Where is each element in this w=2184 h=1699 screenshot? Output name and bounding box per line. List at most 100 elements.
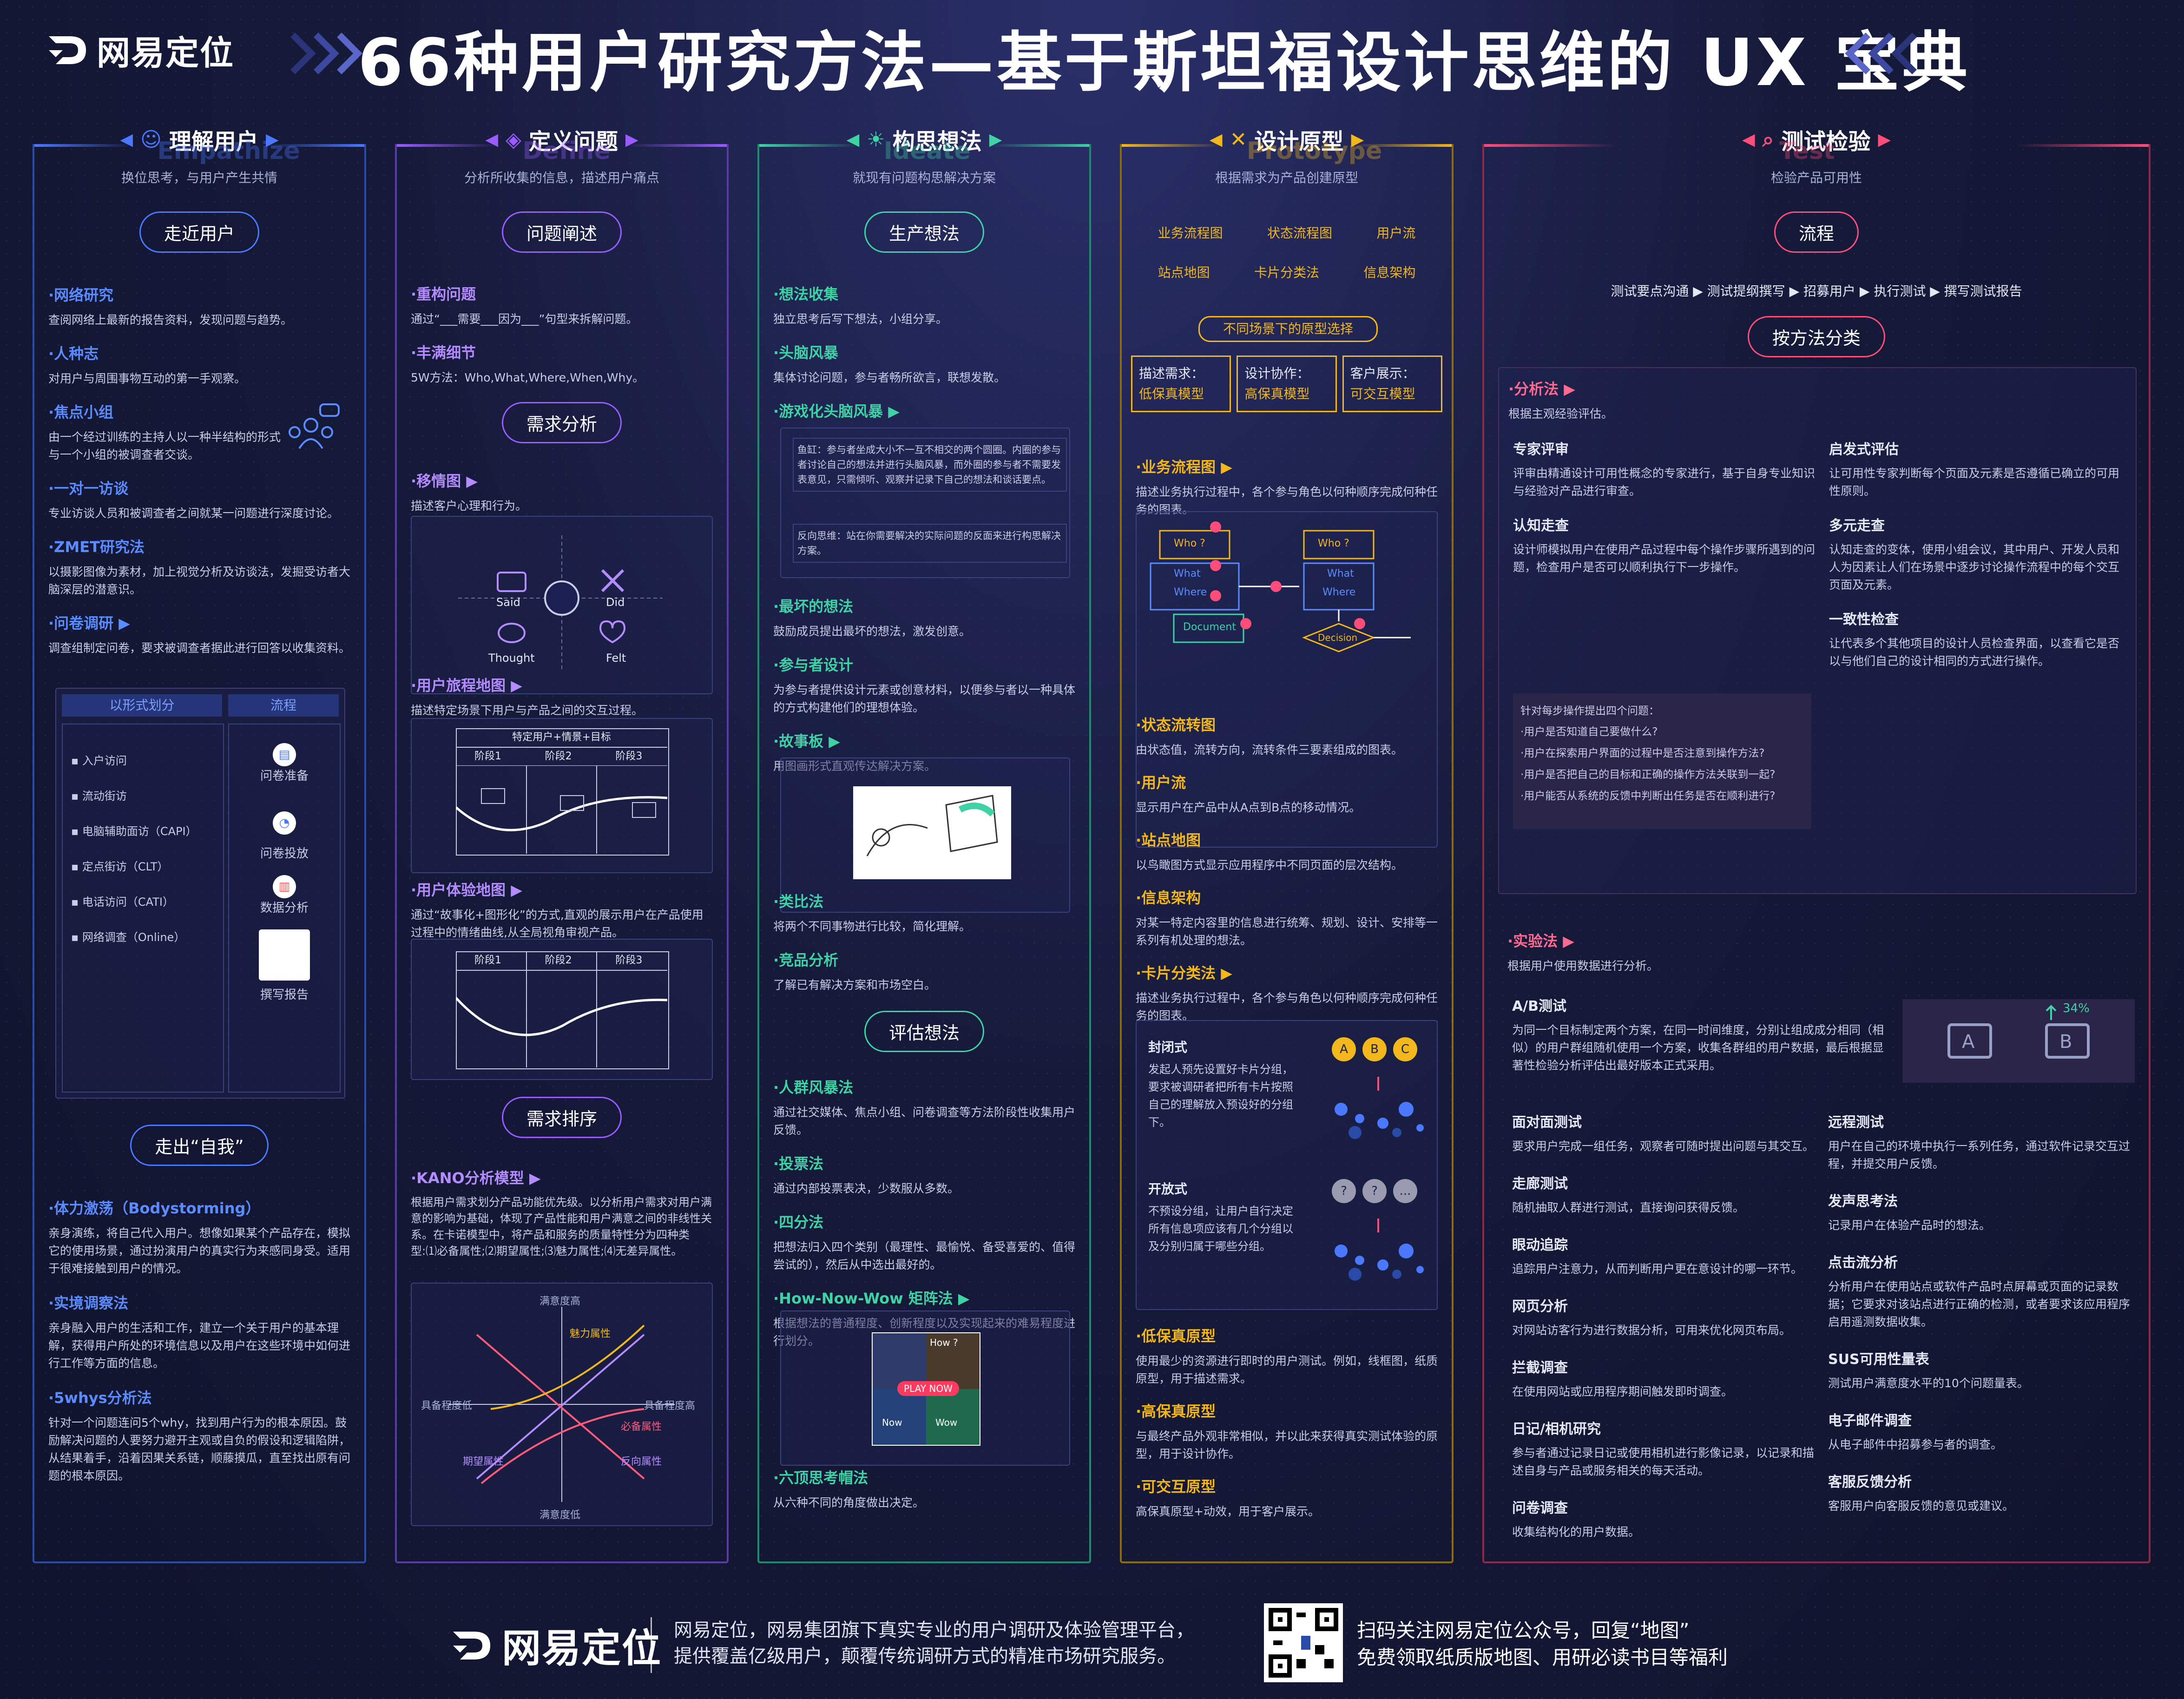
head-icon: ☺ [140, 127, 162, 151]
empathy-map-title[interactable]: ·移情图 ▶ [411, 472, 478, 490]
list-item: 拦截调查在使用网站或应用程序期间触发即时调查。 [1512, 1360, 1733, 1398]
pill-problem[interactable]: 问题阐述 [501, 211, 622, 253]
list-item: ·可交互原型高保真原型+动效，用于客户展示。 [1136, 1478, 1320, 1518]
stage: 阶段2 [545, 955, 572, 966]
play-now-badge: PLAY NOW [897, 1381, 959, 1396]
column-define: ◀ ◈ 定义问题 Define ▶ 分析所收集的信息，描述用户痛点 问题阐述 ·… [395, 128, 729, 1563]
list-item[interactable]: ·故事板 ▶用图画形式直观传达解决方案。 [773, 732, 936, 773]
flow-step: 数据分析 [260, 901, 309, 915]
form-item: ▪ 定点街访（CLT） [71, 860, 169, 873]
form-item: ▪ 电话访问（CATI） [71, 896, 174, 909]
tag-card-sort[interactable]: 卡片分类法 [1254, 265, 1319, 280]
tag-business-flow[interactable]: 业务流程图 [1158, 225, 1223, 241]
pill-priority[interactable]: 需求排序 [501, 1097, 622, 1138]
list-item: ·焦点小组由一个经过训练的主持人以一种半结构的形式与一个小组的被调查者交谈。 [48, 403, 281, 461]
next-arrow-icon[interactable]: ▶ [625, 130, 638, 149]
list-item: ·问卷调研 ▶调查组制定问卷，要求被调查者据此进行回答以收集资料。 [48, 614, 351, 655]
tag-c: C [1393, 1037, 1417, 1061]
journey-map-title[interactable]: ·用户旅程地图 ▶ [411, 677, 522, 694]
prev-arrow-icon[interactable]: ◀ [485, 130, 499, 149]
list-item: 专家评审评审由精通设计可用性概念的专家进行，基于自身专业知识与经验对产品进行审查… [1513, 441, 1816, 498]
flow-step: 撰写报告 [260, 988, 309, 1002]
list-item: 客服反馈分析客服用户向客服反馈的意见或建议。 [1828, 1474, 2014, 1513]
brand-logo-icon [453, 1631, 490, 1659]
column-en: Empathize [157, 137, 300, 165]
proto-card[interactable]: 描述需求：低保真模型 [1131, 356, 1231, 412]
list-item: 一致性检查让代表多个其他项目的设计人员检查界面，以查看它是否以与他们自己的设计相… [1829, 612, 2120, 668]
tag-a: A [1332, 1037, 1356, 1061]
column-head: ◀ ☀ 构思想法 Ideate ▶ 就现有问题构思解决方案 [759, 123, 1089, 186]
list-item: 走廊测试随机抽取人群进行测试，直接询问获得反馈。 [1512, 1176, 1745, 1214]
tag-site-map[interactable]: 站点地图 [1158, 265, 1210, 280]
list-item: ·用户流显示用户在产品中从A点到B点的移动情况。 [1136, 774, 1361, 814]
pill-process[interactable]: 流程 [1774, 211, 1859, 253]
stage: 阶段1 [474, 955, 501, 966]
list-item[interactable]: ·How-Now-Wow 矩阵法 ▶根据想法的普通程度、创新程度以及实现起来的难… [773, 1290, 1076, 1348]
list-item: ·六顶思考帽法从六种不同的角度做出决定。 [773, 1469, 925, 1509]
prev-arrow-icon[interactable]: ◀ [846, 130, 860, 149]
tag-user-flow[interactable]: 用户流 [1376, 225, 1416, 241]
column-title: 设计原型 [1254, 129, 1344, 155]
list-item[interactable]: ·游戏化头脑风暴 ▶ [773, 402, 900, 420]
prev-arrow-icon[interactable]: ◀ [1742, 130, 1755, 149]
list-item: ·实境调察法亲身融入用户的生活和工作，建立一个关于用户的基本理解，获得用户所处的… [48, 1294, 351, 1370]
brand-logo[interactable]: 网易定位 [46, 26, 234, 74]
next-arrow-icon[interactable]: ▶ [989, 130, 1002, 149]
list-item: 发声思考法记录用户在体验产品时的想法。 [1828, 1193, 1991, 1232]
tag-b: B [1362, 1037, 1387, 1061]
next-arrow-icon[interactable]: ▶ [1878, 130, 1891, 149]
footer-description: 网易定位，网易集团旗下真实专业的用户调研及体验管理平台， 提供覆盖亿级用户，颠覆… [674, 1620, 1194, 1667]
column-subtitle: 根据需求为产品创建原型 [1215, 170, 1358, 185]
list-item: ·想法收集独立思考后写下想法，小组分享。 [773, 285, 948, 326]
list-item: 日记/相机研究参与者通过记录日记或使用相机进行影像记录，以记录和描述自身与产品或… [1512, 1421, 1815, 1477]
proto-card[interactable]: 设计协作：高保真模型 [1237, 356, 1337, 412]
list-item[interactable]: ·卡片分类法 ▶描述业务执行过程中，各个参与角色以何种顺序完成何种任务的图表。 [1136, 964, 1438, 1022]
header-deco-right [1845, 33, 1917, 74]
business-flow-title[interactable]: ·业务流程图 ▶ [1136, 458, 1232, 476]
stage: 阶段2 [545, 751, 572, 762]
game-brainstorm-panel: 鱼缸：参与者坐成大小不一互不相交的两个圆圈。内圈的参与者讨论自己的想法并进行头脑… [780, 428, 1070, 578]
list-item: ·高保真原型与最终产品外观非常相似，并以此来获得真实测试体验的原型，用于设计协作… [1136, 1403, 1438, 1461]
prev-arrow-icon[interactable]: ◀ [1209, 130, 1223, 149]
prototype-choice: 不同场景下的原型选择 [1198, 316, 1378, 342]
survey-right-head: 流程 [228, 694, 339, 717]
list-item: 电子邮件调查从电子邮件中招募参与者的调查。 [1828, 1413, 2003, 1451]
storyboard-panel [780, 757, 1070, 913]
tag-state-flow[interactable]: 状态流程图 [1267, 225, 1332, 241]
column-empathize: ◀ ☺ 理解用户 Empathize ▶ 换位思考，与用户产生共情 走近用户 ·… [33, 128, 366, 1563]
pill-generate[interactable]: 生产想法 [864, 211, 984, 253]
c1-items2: ·体力激荡（Bodystorming）亲身演练，将自己代入用户。想像如果某个产品… [48, 1197, 350, 1485]
header-deco-left [290, 33, 362, 74]
analysis-title[interactable]: ·分析法 ▶ [1508, 380, 1575, 398]
prev-arrow-icon[interactable]: ◀ [120, 130, 133, 149]
list-item: 启发式评估让可用性专家判断每个页面及元素是否遵循已确立的可用性原则。 [1829, 441, 2120, 498]
column-frame [34, 144, 364, 147]
pill-step-out[interactable]: 走出“自我” [130, 1125, 269, 1166]
list-item: ·一对一访谈专业访谈人员和被调查者之间就某一问题进行深度讨论。 [48, 480, 339, 520]
qr-code[interactable] [1264, 1603, 1343, 1682]
journey-head: 特定用户+情景+目标 [456, 728, 667, 748]
form-item: ▪ 流动街访 [71, 790, 127, 803]
brand-name: 网易定位 [97, 33, 235, 72]
experiment-title[interactable]: ·实验法 ▶ [1507, 932, 1574, 950]
pill-approach-user[interactable]: 走近用户 [139, 211, 259, 253]
report-icon [259, 929, 310, 981]
pill-evaluate[interactable]: 评估想法 [864, 1011, 984, 1052]
stage: 阶段3 [615, 751, 643, 762]
pill-by-method[interactable]: 按方法分类 [1747, 316, 1885, 357]
tag-info-arch[interactable]: 信息架构 [1363, 265, 1416, 280]
ab-test: A/B测试 为同一个目标制定两个方案，在同一时间维度，分别让组成成分相同（相似）… [1512, 998, 1884, 1072]
next-arrow-icon[interactable]: ▶ [265, 130, 279, 149]
kano-title[interactable]: ·KANO分析模型 ▶ [411, 1169, 541, 1187]
empathy-did: Did [606, 596, 625, 609]
experience-map-title[interactable]: ·用户体验地图 ▶ [411, 881, 522, 899]
footer-logo[interactable]: 网易定位 [451, 1617, 662, 1673]
proto-card[interactable]: 客户展示：可交互模型 [1342, 356, 1442, 412]
column-head: ◀ ⌕ 测试检验 Test ▶ 检验产品可用性 [1484, 123, 2149, 186]
next-arrow-icon[interactable]: ▶ [1351, 130, 1364, 149]
stage: 阶段3 [615, 955, 643, 966]
pill-needs[interactable]: 需求分析 [501, 402, 622, 443]
form-item: ▪ 入户访问 [71, 754, 127, 767]
tag-more: ... [1393, 1179, 1417, 1203]
list-item: 问卷调查收集结构化的用户数据。 [1512, 1500, 1640, 1539]
